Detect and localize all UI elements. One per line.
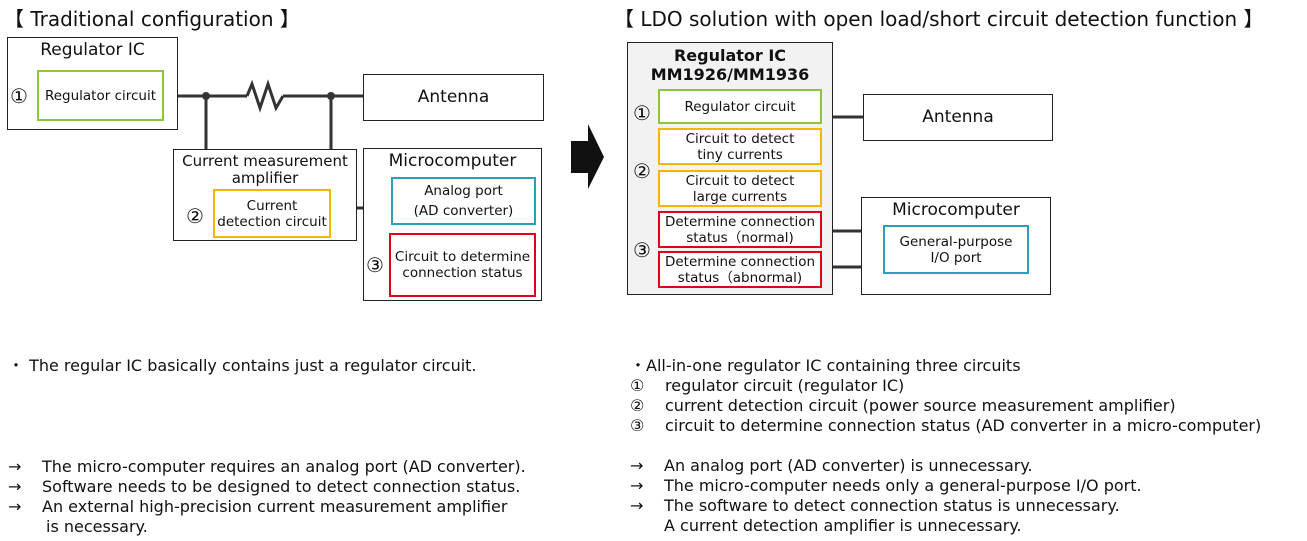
resistor-icon	[245, 79, 285, 113]
circled-number-3: ③	[366, 253, 384, 277]
status-normal-label: Determine connection status（normal)	[664, 213, 816, 246]
circled-number-1: ①	[630, 376, 645, 395]
general-purpose-io-port-box: General-purpose I/O port	[883, 225, 1029, 274]
antenna-label: Antenna	[417, 87, 490, 107]
right-consequence-2: → The micro-computer needs only a general…	[630, 476, 1142, 496]
right-title: 【 LDO solution with open load/short circ…	[614, 7, 1264, 31]
right-consequence-4: A current detection amplifier is unneces…	[664, 516, 1022, 535]
antenna-box: Antenna	[363, 74, 544, 121]
arrow-icon: →	[8, 477, 22, 496]
item-text: circuit to determine connection status (…	[665, 416, 1262, 435]
left-bullet: ・ The regular IC basically contains just…	[8, 356, 477, 375]
left-consequence-3-continued: is necessary.	[46, 517, 148, 536]
circled-number-1: ①	[633, 101, 651, 125]
tiny-current-circuit-box: Circuit to detect tiny currents	[658, 128, 822, 165]
right-consequence-1: → An analog port (AD converter) is unnece…	[630, 456, 1033, 476]
right-bullet: ・All-in-one regulator IC containing thre…	[630, 356, 1021, 375]
item-text: current detection circuit (power source …	[665, 396, 1176, 415]
regulator-circuit-label: Regulator circuit	[44, 87, 157, 104]
current-detection-circuit-box: Current detection circuit	[213, 189, 331, 238]
arrow-icon: →	[630, 456, 644, 475]
circled-number-2: ②	[630, 396, 645, 415]
arrow-icon: →	[8, 457, 22, 476]
circled-number-3: ③	[630, 416, 645, 435]
status-normal-box: Determine connection status（normal)	[658, 211, 822, 248]
general-purpose-io-port-label: General-purpose I/O port	[899, 233, 1013, 266]
tiny-current-circuit-label: Circuit to detect tiny currents	[685, 130, 795, 163]
arrow-icon: →	[630, 496, 644, 515]
left-consequence-2: → Software needs to be designed to detect…	[8, 477, 520, 497]
current-detection-circuit-label: Current detection circuit	[217, 197, 327, 230]
left-consequence-1: → The micro-computer requires an analog p…	[8, 457, 526, 477]
status-abnormal-box: Determine connection status（abnormal)	[658, 251, 822, 288]
right-item-3: ③ circuit to determine connection status …	[630, 416, 1261, 436]
amplifier-label: Current measurement amplifier	[182, 152, 348, 187]
determine-connection-status-label: Circuit to determine connection status	[394, 249, 531, 281]
regulator-circuit-box: Regulator circuit	[37, 70, 164, 121]
consequence-text: Software needs to be designed to detect …	[42, 477, 521, 496]
circled-number-1: ①	[10, 84, 28, 108]
item-text: regulator circuit (regulator IC)	[665, 376, 905, 395]
analog-port-label: Analog port (AD converter)	[413, 183, 514, 219]
regulator-ic-label: Regulator IC	[40, 40, 145, 60]
regulator-circuit-label: Regulator circuit	[684, 98, 796, 115]
large-current-circuit-box: Circuit to detect large currents	[658, 170, 822, 207]
right-arrow-icon	[571, 124, 604, 189]
right-consequence-3: → The software to detect connection statu…	[630, 496, 1120, 516]
status-abnormal-label: Determine connection status（abnormal)	[664, 253, 816, 286]
circled-number-3: ③	[633, 238, 651, 262]
left-consequence-3: → An external high-precision current meas…	[8, 497, 507, 517]
antenna-box: Antenna	[863, 94, 1053, 141]
consequence-text: An external high-precision current measu…	[42, 497, 508, 516]
antenna-label: Antenna	[922, 107, 994, 127]
arrow-icon: →	[8, 497, 22, 516]
consequence-text: An analog port (AD converter) is unneces…	[664, 456, 1033, 475]
regulator-ic-mm1926-title: Regulator IC MM1926/MM1936	[650, 46, 810, 84]
right-item-1: ① regulator circuit (regulator IC)	[630, 376, 904, 396]
consequence-text: The micro-computer needs only a general-…	[664, 476, 1142, 495]
circled-number-2: ②	[633, 159, 651, 183]
microcomputer-label: Microcomputer	[388, 151, 517, 171]
right-item-2: ② current detection circuit (power source…	[630, 396, 1176, 416]
large-current-circuit-label: Circuit to detect large currents	[685, 172, 795, 205]
determine-connection-status-box: Circuit to determine connection status	[389, 233, 536, 297]
regulator-circuit-box: Regulator circuit	[658, 89, 822, 124]
circled-number-2: ②	[186, 204, 204, 228]
microcomputer-label: Microcomputer	[892, 200, 1020, 220]
left-title: 【 Traditional configuration 】	[4, 7, 300, 31]
consequence-text: The software to detect connection status…	[664, 496, 1120, 515]
arrow-icon: →	[630, 476, 644, 495]
consequence-text: The micro-computer requires an analog po…	[42, 457, 526, 476]
analog-port-box: Analog port (AD converter)	[391, 177, 536, 225]
